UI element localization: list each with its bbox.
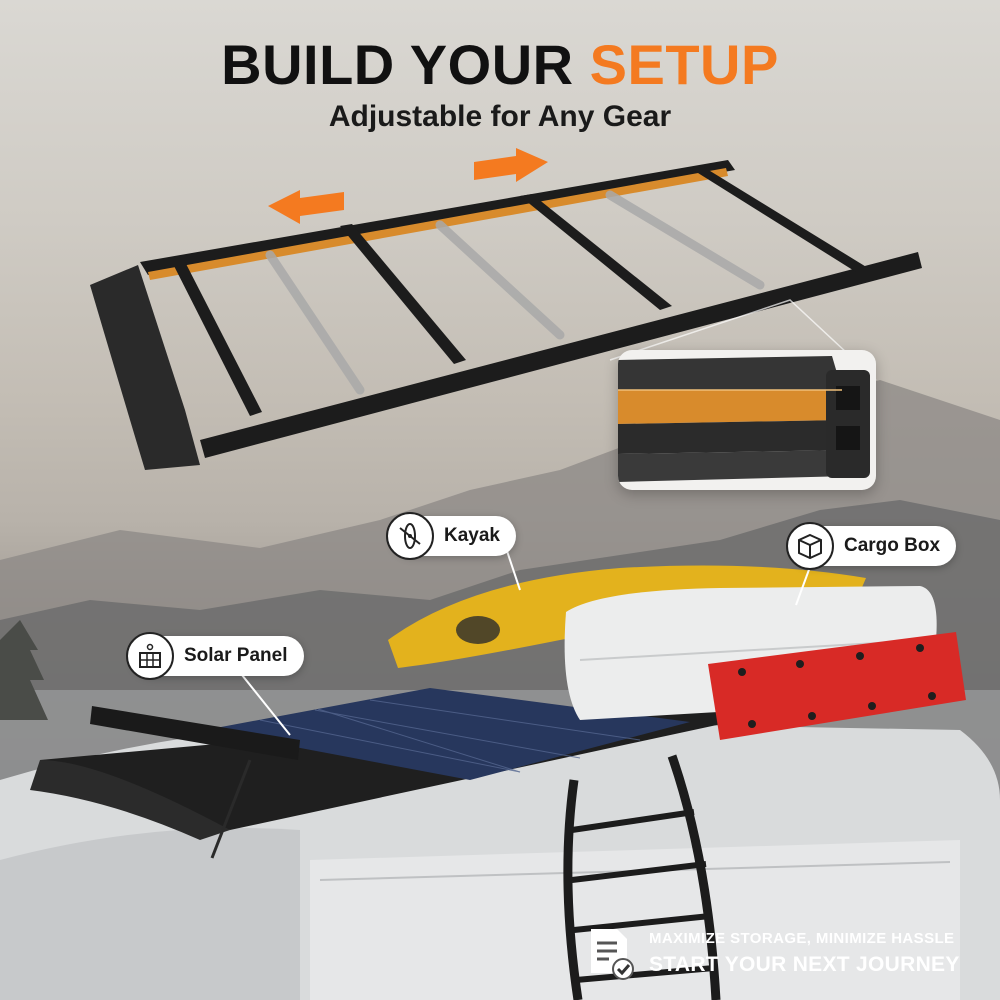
tree-left	[0, 620, 48, 720]
callout-label: Kayak	[444, 525, 500, 546]
van-illustration	[0, 565, 1000, 1000]
kayak-icon	[386, 512, 434, 560]
van-hood	[0, 828, 300, 1000]
rack-rail-back	[140, 160, 735, 275]
callout-cargo-box: Cargo Box	[786, 522, 957, 570]
footer-tagline: MAXIMIZE STORAGE, MINIMIZE HASSLE START …	[585, 918, 985, 988]
headline-text: BUILD YOUR	[221, 33, 590, 96]
headline-subtitle: Adjustable for Any Gear	[328, 100, 672, 133]
callout-kayak: Kayak	[386, 512, 516, 560]
footer-tagline-text: MAXIMIZE STORAGE, MINIMIZE HASSLE	[649, 929, 955, 947]
callout-label: Cargo Box	[844, 535, 941, 556]
rail-profile-inset	[618, 350, 876, 490]
platform-deflector	[30, 760, 230, 840]
roof-rack-top	[90, 148, 922, 470]
cargo-box-icon	[786, 522, 834, 570]
headline-accent: SETUP	[589, 33, 779, 96]
rack-crossbars	[170, 166, 868, 416]
callout-label: Solar Panel	[184, 645, 288, 666]
wind-deflector	[90, 265, 200, 470]
adjust-arrow-left-icon	[268, 190, 344, 224]
headline: BUILD YOUR SETUP	[0, 32, 1000, 97]
solar-panel-icon	[126, 632, 174, 680]
rack-rail-front	[200, 252, 922, 458]
adjust-arrow-right-icon	[474, 148, 548, 182]
footer-cta-text: START YOUR NEXT JOURNEY	[649, 952, 960, 976]
traction-board	[708, 632, 966, 740]
light-bar	[90, 706, 300, 760]
rack-slats	[265, 190, 765, 395]
checklist-document-icon	[591, 929, 634, 980]
van-side-panel	[310, 840, 960, 1000]
rail-profile-illustration	[618, 356, 870, 482]
callout-solar-panel: Solar Panel	[126, 632, 304, 680]
